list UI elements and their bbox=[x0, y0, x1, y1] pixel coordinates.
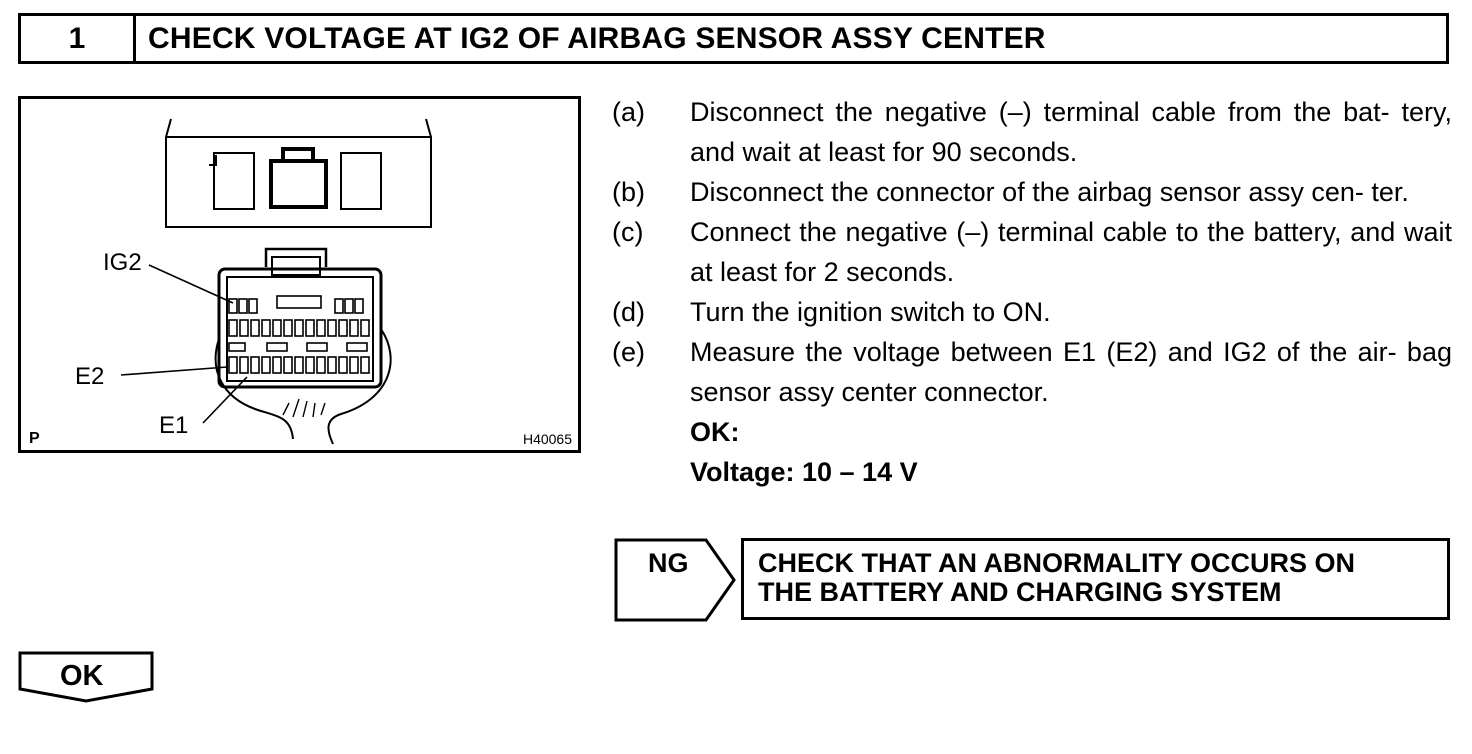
step-label: (b) bbox=[612, 177, 645, 207]
step-label: (d) bbox=[612, 297, 645, 327]
step-text: Measure the voltage between E1 (E2) and … bbox=[690, 337, 1452, 407]
corner-mark: P bbox=[29, 430, 40, 447]
step-e: (e) Measure the voltage between E1 (E2) … bbox=[612, 332, 1452, 412]
ng-action-line2: THE BATTERY AND CHARGING SYSTEM bbox=[758, 577, 1282, 607]
voltage-spec: Voltage: 10 – 14 V bbox=[690, 457, 918, 487]
ng-label: NG bbox=[648, 548, 689, 578]
step-label: (e) bbox=[612, 337, 645, 367]
figure-code: H40065 bbox=[522, 431, 572, 447]
step-number: 1 bbox=[21, 16, 136, 61]
step-label: (a) bbox=[612, 97, 645, 127]
procedure-steps: (a) Disconnect the negative (–) terminal… bbox=[612, 92, 1452, 492]
callout-e1: E1 bbox=[159, 412, 189, 439]
step-text: Connect the negative (–) terminal cable … bbox=[690, 217, 1452, 287]
step-text: Disconnect the connector of the airbag s… bbox=[690, 177, 1409, 207]
ok-heading: OK: bbox=[690, 417, 740, 447]
ng-action-box: CHECK THAT AN ABNORMALITY OCCURS ON THE … bbox=[741, 538, 1450, 620]
step-title: CHECK VOLTAGE AT IG2 OF AIRBAG SENSOR AS… bbox=[148, 21, 1046, 55]
ok-down-arrow-icon bbox=[18, 651, 154, 703]
callout-e2: E2 bbox=[75, 363, 105, 390]
ng-action-line1: CHECK THAT AN ABNORMALITY OCCURS ON bbox=[758, 548, 1355, 578]
callout-ig2: IG2 bbox=[103, 249, 142, 276]
step-label: (c) bbox=[612, 217, 644, 247]
ok-label: OK bbox=[60, 660, 104, 692]
step-d: (d) Turn the ignition switch to ON. bbox=[612, 292, 1452, 332]
step-text: Turn the ignition switch to ON. bbox=[690, 297, 1051, 327]
connector-illustration: IG2 E2 E1 P H40065 bbox=[18, 96, 581, 453]
step-a: (a) Disconnect the negative (–) terminal… bbox=[612, 92, 1452, 172]
connector-diagram bbox=[120, 118, 432, 445]
step-header: 1 CHECK VOLTAGE AT IG2 OF AIRBAG SENSOR … bbox=[18, 13, 1449, 64]
step-text: Disconnect the negative (–) terminal cab… bbox=[690, 97, 1452, 167]
ng-arrow-icon bbox=[614, 538, 736, 622]
step-b: (b) Disconnect the connector of the airb… bbox=[612, 172, 1452, 212]
step-c: (c) Connect the negative (–) terminal ca… bbox=[612, 212, 1452, 292]
